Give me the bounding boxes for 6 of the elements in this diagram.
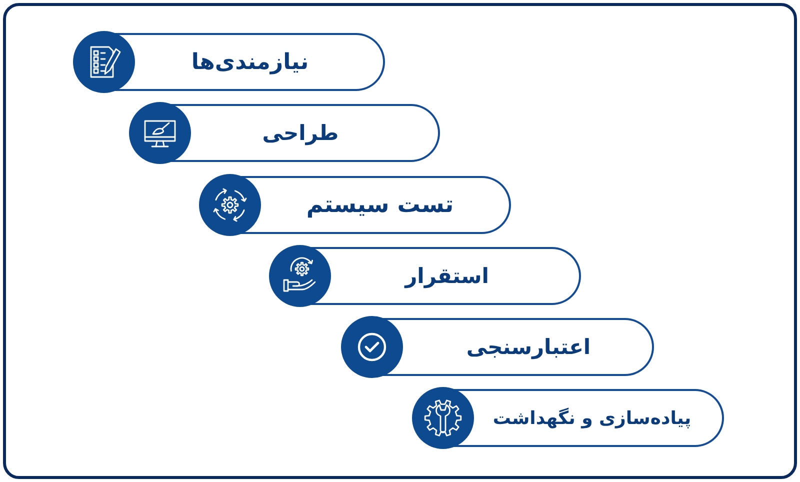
step-pill: پیاده‌سازی و نگهداشت — [474, 389, 724, 447]
step-pill: نیازمندی‌ها — [135, 33, 385, 91]
step-pill: اعتبارسنجی — [403, 318, 654, 376]
step-pill: استقرار — [331, 247, 581, 305]
step-pill: تست سیستم — [261, 176, 511, 234]
step-pill: طراحی — [191, 104, 440, 162]
